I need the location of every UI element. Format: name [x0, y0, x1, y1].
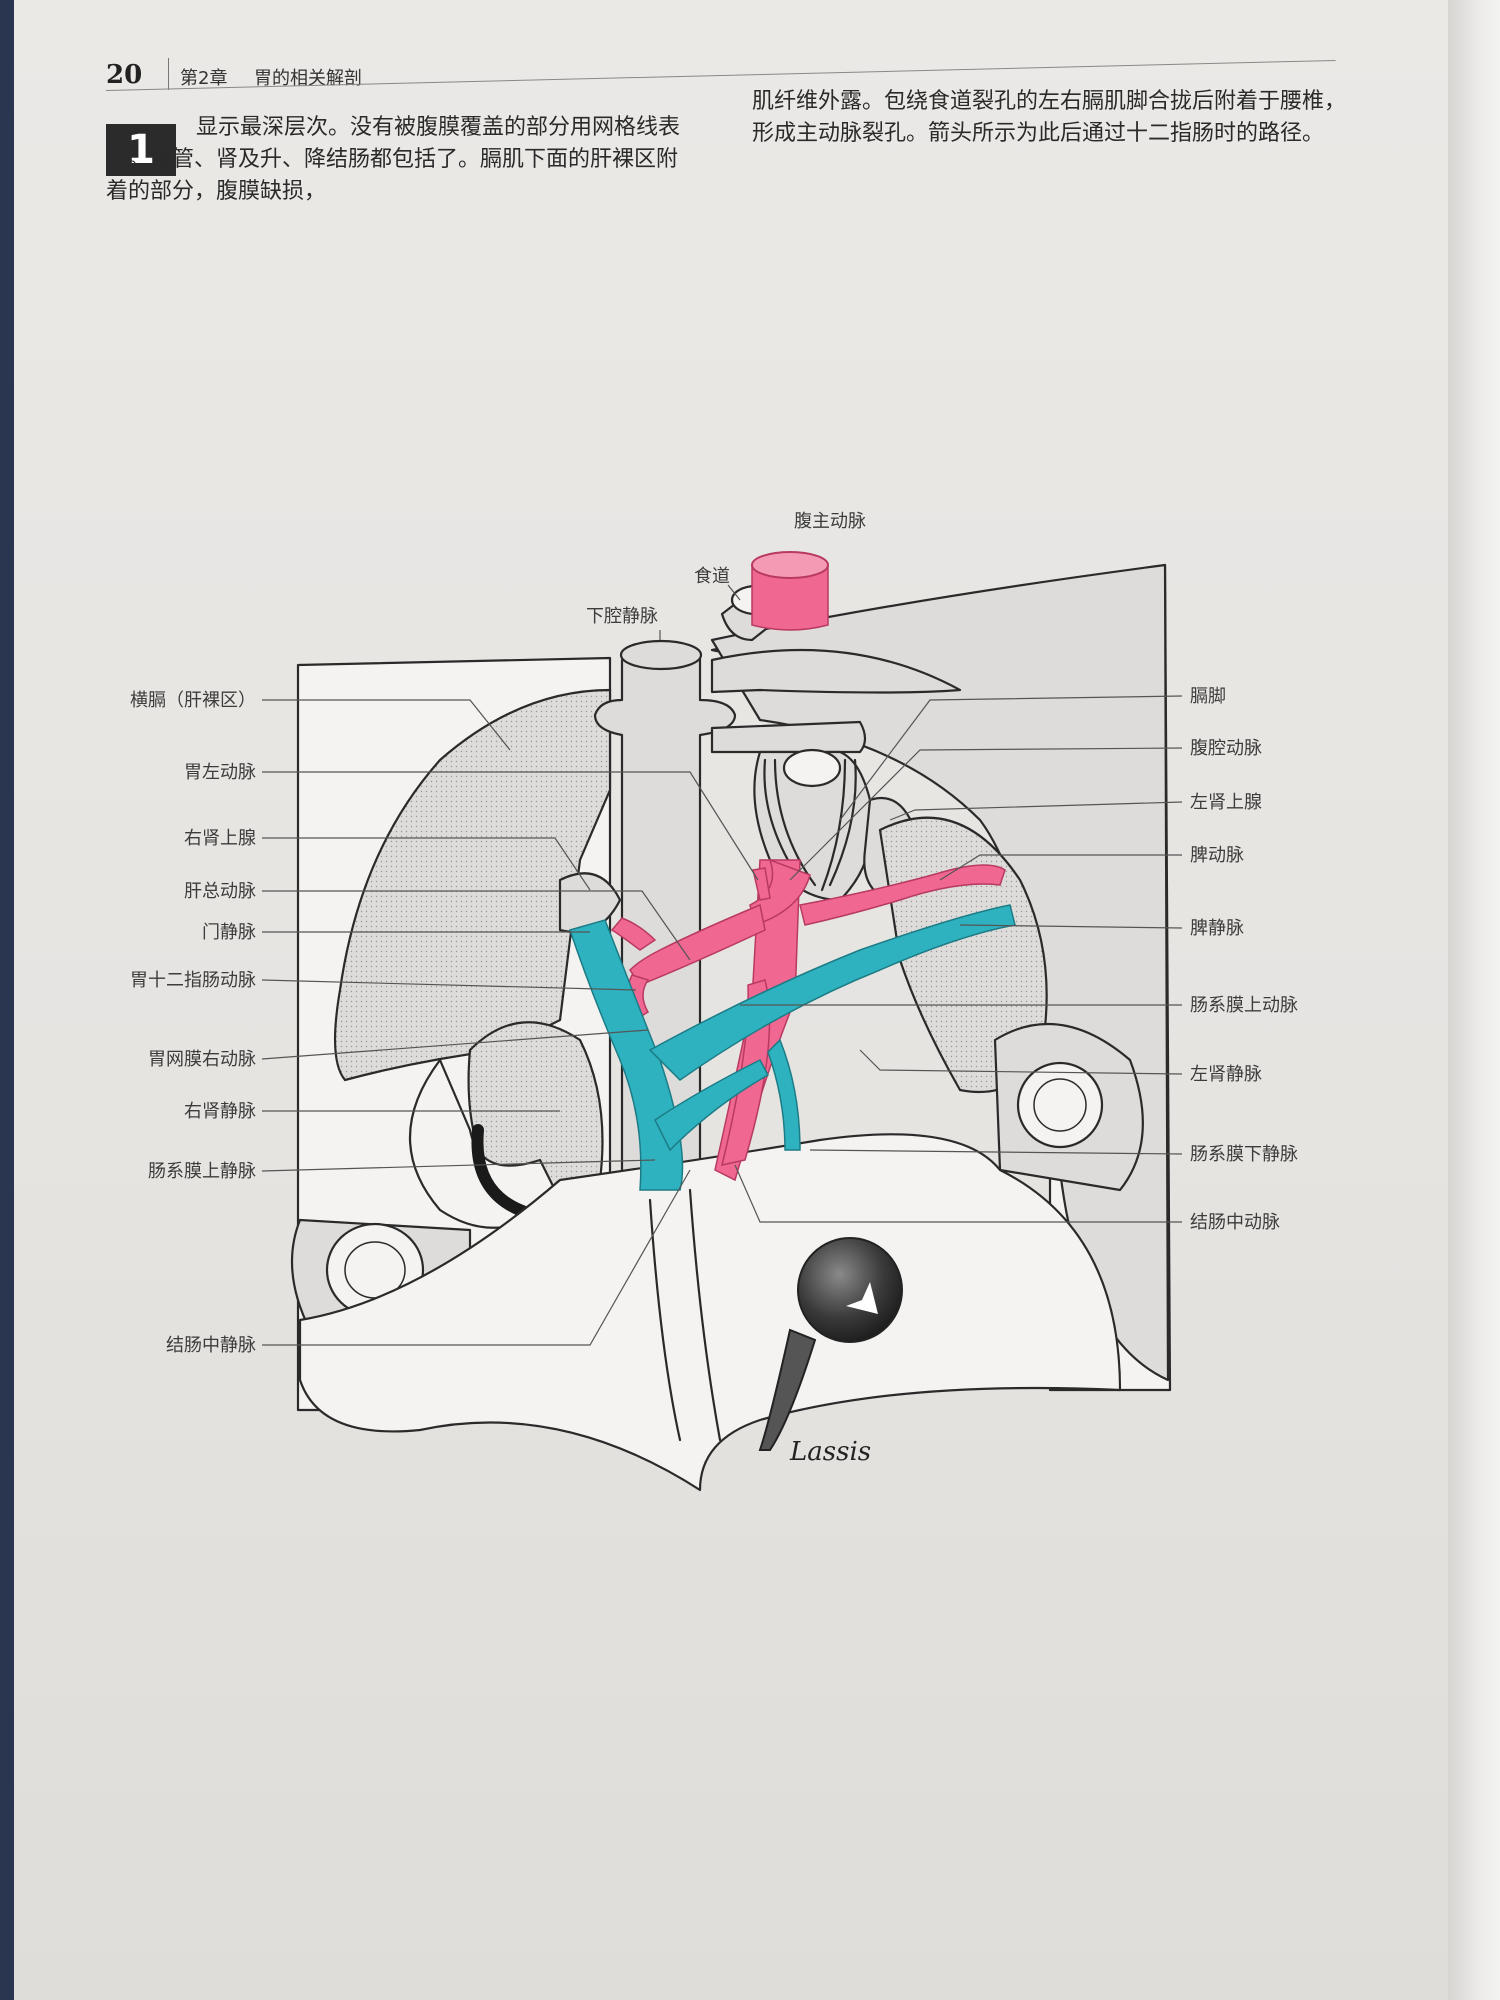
label-left-adrenal: 左肾上腺 [1190, 792, 1262, 813]
step-text-right: 肌纤维外露。包绕食道裂孔的左右膈肌脚合拢后附着于腰椎，形成主动脉裂孔。箭头所示为… [752, 89, 1347, 146]
label-splenic-vein: 脾静脉 [1190, 918, 1244, 939]
header-divider [168, 58, 169, 90]
leader-lines-left [261, 699, 759, 1346]
hepatic-artery-branch [610, 917, 657, 951]
descending-colon-lumen [1016, 1061, 1104, 1149]
label-celiac-artery: 腹腔动脉 [1190, 738, 1262, 759]
label-left-gastric-artery: 胃左动脉 [184, 762, 256, 783]
common-hepatic-artery-vessel [629, 903, 766, 986]
duodenal-exit-balloon [797, 1237, 903, 1343]
transverse-mesocolon [298, 1133, 1122, 1492]
label-diaphragm-bare-area: 横膈（肝裸区） [130, 690, 256, 711]
label-splenic-artery: 脾动脉 [1190, 845, 1244, 866]
step-text-left: 显示最深层次。没有被腹膜覆盖的部分用网格线表示。血管、肾及升、降结肠都包括了。膈… [106, 115, 681, 204]
label-portal-vein: 门静脉 [202, 922, 256, 943]
chapter-label: 第2章 [180, 68, 228, 89]
label-aorta: 腹主动脉 [794, 511, 866, 532]
label-crus: 膈脚 [1190, 686, 1226, 707]
liver-bare-area [333, 688, 612, 1082]
label-right-renal-vein: 右肾静脉 [184, 1101, 256, 1122]
esophageal-hiatus [782, 748, 842, 788]
superior-mesenteric-vein-vessel [654, 1059, 770, 1152]
label-superior-mesenteric-artery: 肠系膜上动脉 [1190, 995, 1298, 1016]
page-number: 20 [106, 60, 143, 90]
inferior-mesenteric-vein-vessel [767, 1038, 801, 1151]
label-esophagus: 食道 [694, 566, 730, 587]
duodenal-exit-stem [758, 1328, 817, 1451]
aorta-opening [751, 551, 829, 579]
portal-vein-vessel [569, 919, 684, 1191]
step-number-badge: 1 [106, 124, 176, 176]
label-inferior-mesenteric-vein: 肠系膜下静脉 [1190, 1144, 1298, 1165]
leader-esophagus [727, 584, 741, 601]
page-edge [1448, 0, 1500, 2000]
label-middle-colic-vein: 结肠中静脉 [166, 1335, 256, 1356]
label-right-adrenal: 右肾上腺 [184, 828, 256, 849]
label-middle-colic-artery: 结肠中动脉 [1190, 1212, 1280, 1233]
label-ivc: 下腔静脉 [586, 606, 658, 627]
duodenal-exit-arrow-icon [832, 1272, 878, 1314]
label-superior-mesenteric-vein: 肠系膜上静脉 [148, 1161, 256, 1182]
diaphragm-upper [710, 648, 962, 694]
artist-signature: Lassis [789, 1437, 871, 1467]
abdominal-aorta-top [751, 564, 829, 631]
left-gastric-artery-vessel [752, 867, 771, 901]
label-right-gastroepiploic-artery: 胃网膜右动脉 [148, 1049, 256, 1070]
duodenum [408, 1058, 562, 1229]
ivc-top [619, 639, 703, 671]
splenic-artery-vessel [799, 864, 1006, 926]
book-page [14, 0, 1454, 2000]
label-common-hepatic-artery: 肝总动脉 [184, 881, 256, 902]
label-gastroduodenal-artery: 胃十二指肠动脉 [130, 970, 256, 991]
splenic-vein-vessel [648, 904, 1016, 1081]
diaphragm-lower [710, 720, 867, 754]
label-left-renal-vein: 左肾静脉 [1190, 1064, 1262, 1085]
leader-lines-right [734, 695, 1183, 1223]
